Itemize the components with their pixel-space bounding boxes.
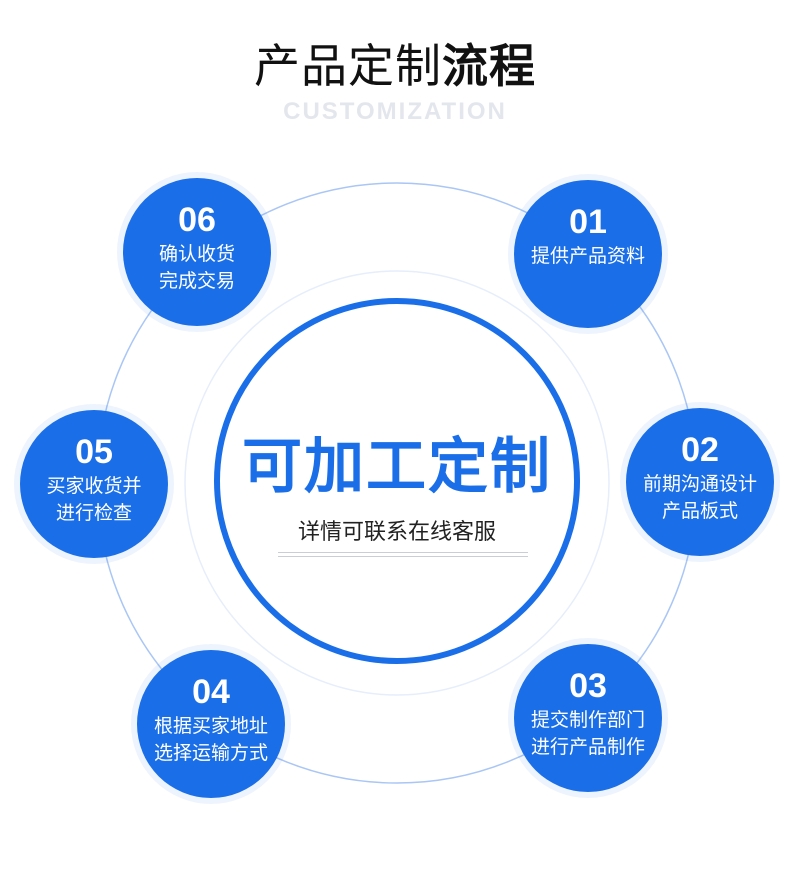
step-number: 01 [569,203,607,241]
decorative-lines [278,552,528,562]
step-desc-line2: 产品板式 [661,500,738,522]
inner-ring [184,270,610,696]
page-subtitle: CUSTOMIZATION [283,98,507,125]
step-desc-line2: 选择运输方式 [153,742,268,764]
page-title: 产品定制流程 [0,38,790,94]
center-circle: 可加工定制 详情可联系在线客服 [214,298,580,664]
step-01: 01 提供产品资料 [514,180,662,328]
step-desc-line1: 提供产品资料 [530,245,645,267]
step-number: 02 [681,431,719,469]
step-number: 03 [569,667,607,705]
step-desc-line2: 进行产品制作 [530,736,645,758]
step-desc-line1: 买家收货并 [46,475,142,497]
step-04: 04 根据买家地址 选择运输方式 [137,650,285,798]
step-03: 03 提交制作部门 进行产品制作 [514,644,662,792]
step-02: 02 前期沟通设计 产品板式 [626,408,774,556]
page-title-bold: 流程 [442,39,536,93]
step-number: 05 [75,433,113,471]
step-desc-line1: 确认收货 [158,243,235,265]
page-title-light: 产品定制 [254,39,442,93]
step-desc-line2: 进行检查 [55,502,132,524]
center-title: 可加工定制 [242,432,552,502]
step-06: 06 确认收货 完成交易 [123,178,271,326]
step-number: 06 [178,201,216,239]
step-desc-line2: 完成交易 [158,270,235,292]
step-desc-line1: 提交制作部门 [530,709,645,731]
step-desc-line1: 根据买家地址 [153,715,268,737]
step-05: 05 买家收货并 进行检查 [20,410,168,558]
center-subtitle: 详情可联系在线客服 [297,520,496,545]
step-desc-line1: 前期沟通设计 [642,473,757,495]
step-number: 04 [192,673,230,711]
